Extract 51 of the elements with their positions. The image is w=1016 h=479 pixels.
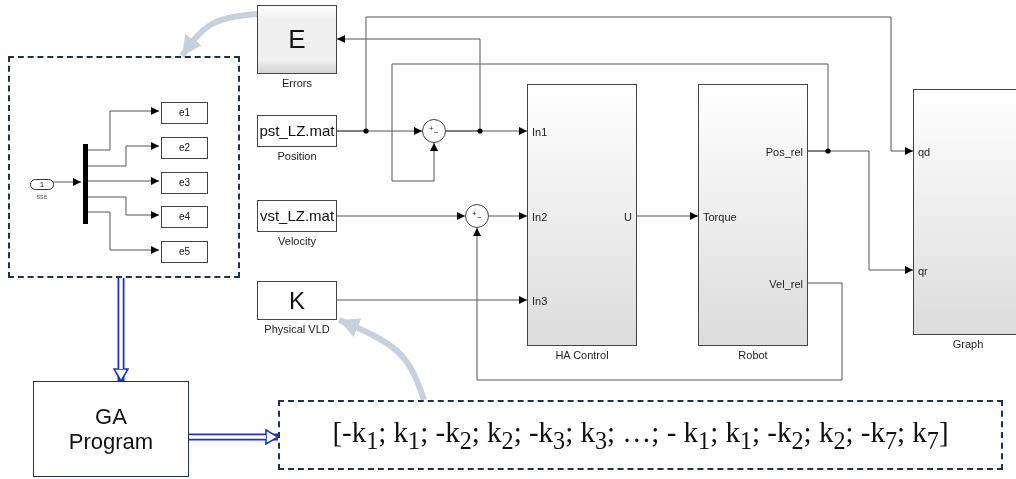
block-label: e5 [178,246,191,258]
constant-block [257,281,337,320]
inport-pill [30,179,54,190]
block-caption: Robot [738,349,768,361]
sum-circle [465,204,489,228]
block-caption: HA Control [555,349,609,361]
dashed-panel [8,56,240,278]
file-source-block [257,200,337,232]
subsystem-block [257,5,337,74]
block-label: [-k$_{1}$; k$_{1}$; -k$_{2}$; k$_{2}$; -k$_{3}$; k$_{3}$; …; - k$_{1}$; k$_{1}$; -k$_{2}$; k$_{2}$; -k$_{7}$; k$_{7}$] [332,415,949,455]
block-label: e4 [178,211,191,223]
sign-label: + [472,210,477,218]
goto-block [161,102,208,124]
block-label: pst_LZ.mat [259,122,335,140]
dashed-box [278,400,1003,470]
port-label: Vel_rel [769,277,803,291]
goto-block [161,241,208,263]
block-caption: Physical VLD [264,323,330,335]
program-box [33,381,189,477]
block-caption: Position [277,150,317,162]
block-caption: Errors [282,77,312,89]
port-label: Pos_rel [765,145,803,159]
block-label: 1 [39,179,45,190]
port-label: qd [918,145,931,159]
block-label: GA Program [67,403,155,455]
subsystem-block [698,84,808,346]
block-label: E [288,24,306,55]
block-label: e3 [178,177,191,189]
sign-label: − [477,214,482,222]
goto-block [161,172,208,194]
block-label: e1 [178,107,191,119]
block-label: vst_LZ.mat [259,207,335,225]
block-label: K [289,286,305,315]
port-label: qr [918,264,928,278]
file-source-block [257,115,337,147]
port-label: U [624,210,632,224]
block-caption: Graph [952,338,984,350]
sign-label: − [434,129,439,137]
goto-block [161,137,208,159]
subsystem-block [527,84,637,346]
sign-label: + [429,125,434,133]
port-label: In1 [532,125,548,139]
block-label: e2 [178,142,191,154]
mux-bar [83,144,88,224]
port-label: Torque [703,210,737,224]
sum-circle [422,119,446,143]
port-label: In3 [532,294,548,308]
block-caption: Velocity [278,235,316,247]
goto-block [161,206,208,228]
subsystem-block [913,89,1016,335]
port-label: In2 [532,210,548,224]
